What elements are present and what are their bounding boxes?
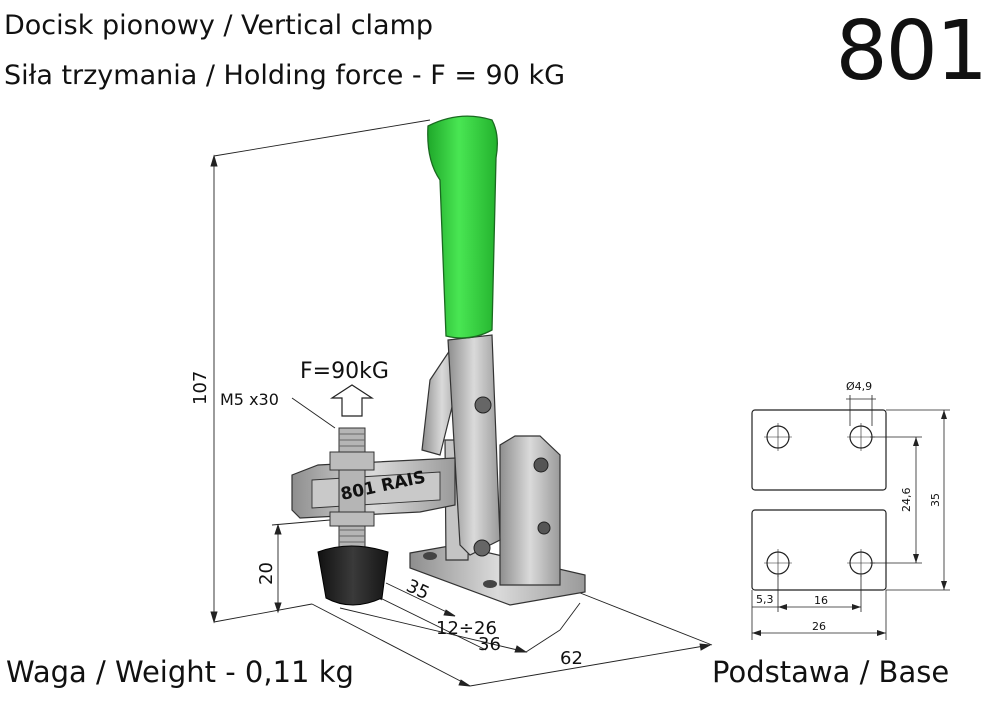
dim-36: 36: [478, 634, 501, 655]
base-hole-spacing-vertical: 24,6: [900, 488, 913, 513]
base-hole-spacing-horizontal: 16: [814, 594, 828, 607]
clamp-body: [291, 115, 586, 606]
model-number: 801: [835, 4, 988, 99]
dim-height-total: 107: [190, 371, 211, 405]
force-label: F=90kG: [300, 359, 389, 384]
base-width: 26: [812, 620, 826, 633]
dim-35: 35: [403, 575, 433, 604]
rubber-tip: [317, 545, 389, 606]
dim-62: 62: [560, 648, 583, 669]
screw-label: M5 x30: [220, 390, 279, 409]
title: Docisk pionowy / Vertical clamp: [4, 10, 434, 41]
dim-spindle-height: 20: [256, 562, 277, 585]
base-hole-diameter: Ø4,9: [846, 380, 872, 393]
green-handle-grip: [427, 115, 498, 339]
holding-force-subtitle: Siła trzymania / Holding force - F = 90 …: [4, 60, 566, 91]
base-view: [751, 395, 950, 640]
base-caption: Podstawa / Base: [712, 655, 950, 689]
dim-12-26: 12÷26: [436, 618, 497, 639]
base-height: 35: [929, 493, 942, 507]
weight-label: Waga / Weight - 0,11 kg: [6, 655, 354, 689]
force-arrow-icon: [329, 384, 375, 417]
dimension-lines: [210, 119, 713, 687]
base-offset: 5,3: [756, 593, 774, 606]
